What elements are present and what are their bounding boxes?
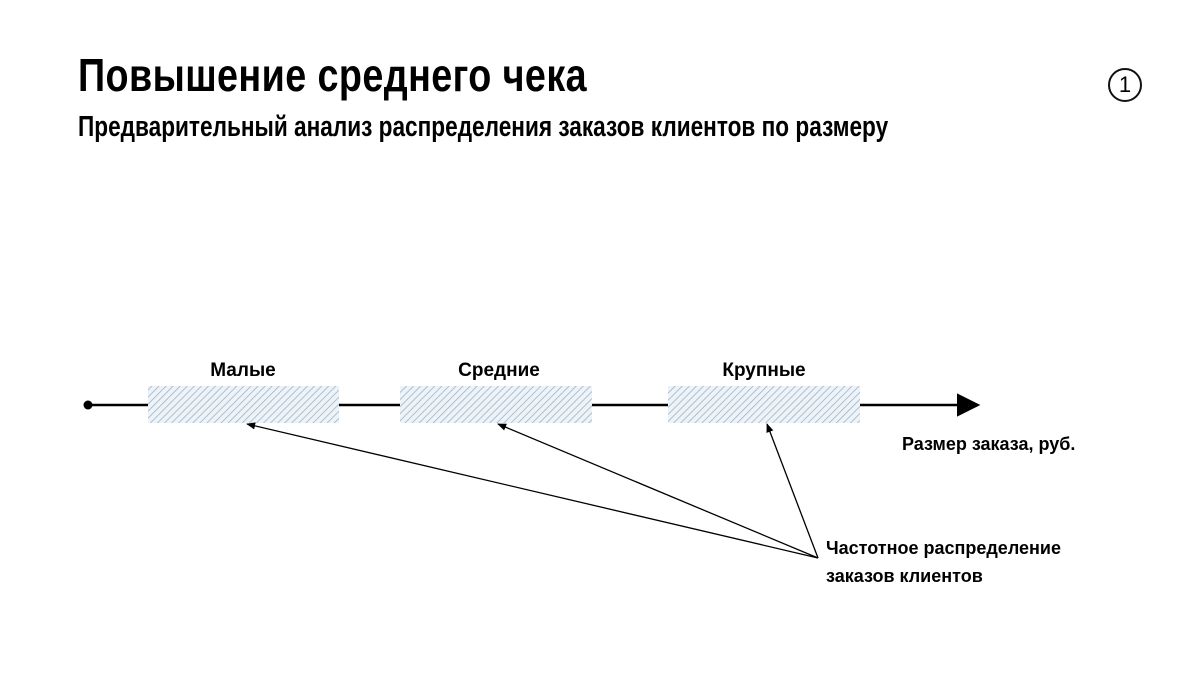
page-subtitle: Предварительный анализ распределения зак… bbox=[78, 111, 889, 143]
segment-label-large: Крупные bbox=[722, 360, 805, 381]
arrow-to-large bbox=[766, 423, 819, 559]
annotation-line-2: заказов клиентов bbox=[826, 566, 983, 586]
step-number-badge: 1 bbox=[1108, 68, 1142, 102]
axis-origin-dot bbox=[83, 400, 93, 410]
annotation-line-1: Частотное распределение bbox=[826, 538, 1061, 558]
segment-box-medium bbox=[400, 386, 592, 423]
arrow-to-small bbox=[246, 422, 819, 559]
annotation-arrows bbox=[246, 422, 819, 559]
step-number: 1 bbox=[1118, 72, 1132, 97]
segment-box-large bbox=[668, 386, 860, 423]
axis-label: Размер заказа, руб. bbox=[902, 434, 1075, 454]
segment-label-small: Малые bbox=[210, 360, 276, 381]
page-title: Повышение среднего чека bbox=[78, 49, 588, 101]
segment-box-small bbox=[148, 386, 339, 423]
arrow-to-medium bbox=[497, 423, 819, 559]
segment-label-medium: Средние bbox=[458, 360, 540, 381]
